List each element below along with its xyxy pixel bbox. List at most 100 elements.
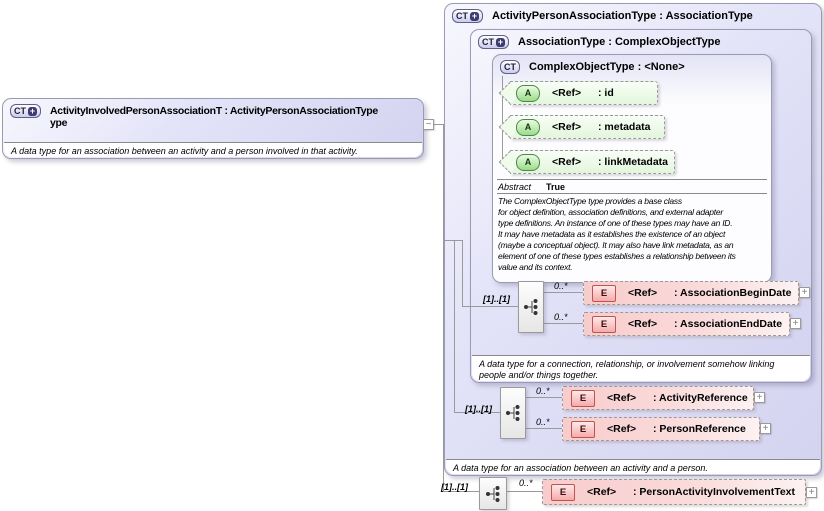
type-box-header: CT+ ActivityPersonAssociationType : Asso… [452,9,753,23]
connector-line [524,397,562,398]
description-line: for object definition, association defin… [498,207,723,217]
cardinality-label: [1]..[1] [441,482,468,492]
attribute-name: : id [598,87,614,99]
sequence-icon [524,299,538,315]
complex-type-icon: CT+ [10,104,41,118]
expand-button-person-reference[interactable]: + [760,423,771,434]
occurrence-label: 0..* [554,281,568,291]
expand-button-person-activity-involvement-text[interactable]: + [806,487,817,498]
element-ref: <Ref> [587,486,617,498]
connector-line [443,124,444,492]
sequence-icon [486,485,500,502]
description-line: The ComplexObjectType type provides a ba… [498,196,682,206]
element-name: : AssociationEndDate [674,318,783,330]
element-name: : PersonReference [653,423,746,435]
type-title-line1: ActivityInvolvedPersonAssociationT : Act… [50,105,378,117]
expand-button-activity-reference[interactable]: + [754,392,765,403]
element-ref: <Ref> [607,392,637,404]
type-title: ActivityPersonAssociationType : Associat… [492,10,753,22]
type-description: A data type for a connection, relationsh… [472,355,810,381]
ct-badge-label: CT [456,11,468,21]
description-line: It may have metadata as it establishes t… [498,229,726,239]
type-description: A data type for an association between a… [446,459,820,474]
type-title: AssociationType : ComplexObjectType [518,36,721,48]
plus-icon: + [28,105,37,116]
expand-button-association-begin-date[interactable]: + [799,287,810,298]
type-box-header: CT+ AssociationType : ComplexObjectType [478,35,721,49]
cardinality-label: [1]..[1] [465,404,492,414]
element-icon: E [592,315,616,333]
connector-line [502,76,503,162]
occurrence-label: 0..* [519,478,533,488]
element-name: : PersonActivityInvolvementText [633,486,796,498]
element-row-activity-reference[interactable]: E <Ref> : ActivityReference [562,386,754,410]
plus-icon: + [496,36,505,47]
type-title: ActivityInvolvedPersonAssociationT : Act… [50,104,378,129]
type-box-header: CT ComplexObjectType : <None> [500,60,685,74]
element-row-person-activity-involvement-text[interactable]: E <Ref> : PersonActivityInvolvementText [542,479,806,505]
abstract-facet-value: True [546,182,566,192]
description-line: (maybe a conceptual object). It may also… [498,240,734,250]
occurrence-label: 0..* [536,417,550,427]
element-ref: <Ref> [607,423,637,435]
complex-type-icon: CT+ [452,9,483,23]
plus-icon: + [470,10,479,21]
element-row-association-end-date[interactable]: E <Ref> : AssociationEndDate [583,312,790,336]
attribute-name: : metadata [598,121,651,133]
abstract-facet-label: Abstract [498,182,532,192]
element-row-person-reference[interactable]: E <Ref> : PersonReference [562,417,760,441]
occurrence-label: 0..* [536,386,550,396]
connector-line [462,240,463,306]
element-icon: E [551,483,575,501]
description-line: element of one of these types establishe… [498,251,736,261]
attribute-icon: A [516,118,540,136]
attribute-name: : linkMetadata [598,156,669,168]
attribute-icon: A [516,153,540,171]
type-box-activity-involved-person-association: CT+ ActivityInvolvedPersonAssociationT :… [2,98,424,159]
type-description: The ComplexObjectType type provides a ba… [498,196,768,273]
sequence-compositor[interactable] [500,387,526,439]
description-line: type definitions. An instance of one of … [498,218,733,228]
connector-line [454,412,500,413]
connector-line [462,306,518,307]
element-icon: E [592,284,616,302]
connector-line [434,124,444,125]
ct-badge-label: CT [14,106,26,116]
element-icon: E [571,389,595,407]
ct-badge-label: CT [482,37,494,47]
connector-line [542,323,583,324]
type-description: A data type for an association between a… [4,142,422,157]
type-box-header: CT+ ActivityInvolvedPersonAssociationT :… [10,104,378,129]
type-description-line2: people and/or things together. [479,370,599,380]
expand-button-association-end-date[interactable]: + [790,318,801,329]
connector-line [524,428,562,429]
sequence-compositor[interactable] [479,477,507,510]
description-line: value and its context. [498,262,573,272]
cardinality-label: [1]..[1] [483,294,510,304]
connector-line [454,240,455,412]
divider [497,193,767,194]
attribute-row-id[interactable]: A <Ref> : id [510,81,658,105]
element-ref: <Ref> [628,287,658,299]
attribute-icon: A [516,84,540,102]
divider [497,179,767,180]
attribute-ref: <Ref> [552,87,582,99]
element-icon: E [571,420,595,438]
element-name: : ActivityReference [653,392,748,404]
connector-line [443,240,463,241]
sequence-compositor[interactable] [518,281,544,333]
collapse-button[interactable]: − [423,119,434,130]
attribute-row-link-metadata[interactable]: A <Ref> : linkMetadata [510,150,675,174]
attribute-ref: <Ref> [552,156,582,168]
attribute-ref: <Ref> [552,121,582,133]
type-title-line2: ype [50,117,68,129]
element-ref: <Ref> [628,318,658,330]
element-row-association-begin-date[interactable]: E <Ref> : AssociationBeginDate [583,281,799,305]
ct-badge-label: CT [504,62,516,72]
attribute-row-metadata[interactable]: A <Ref> : metadata [510,115,665,139]
occurrence-label: 0..* [554,312,568,322]
type-title: ComplexObjectType : <None> [529,61,685,73]
type-description-line1: A data type for a connection, relationsh… [479,359,775,369]
sequence-icon [506,405,520,421]
